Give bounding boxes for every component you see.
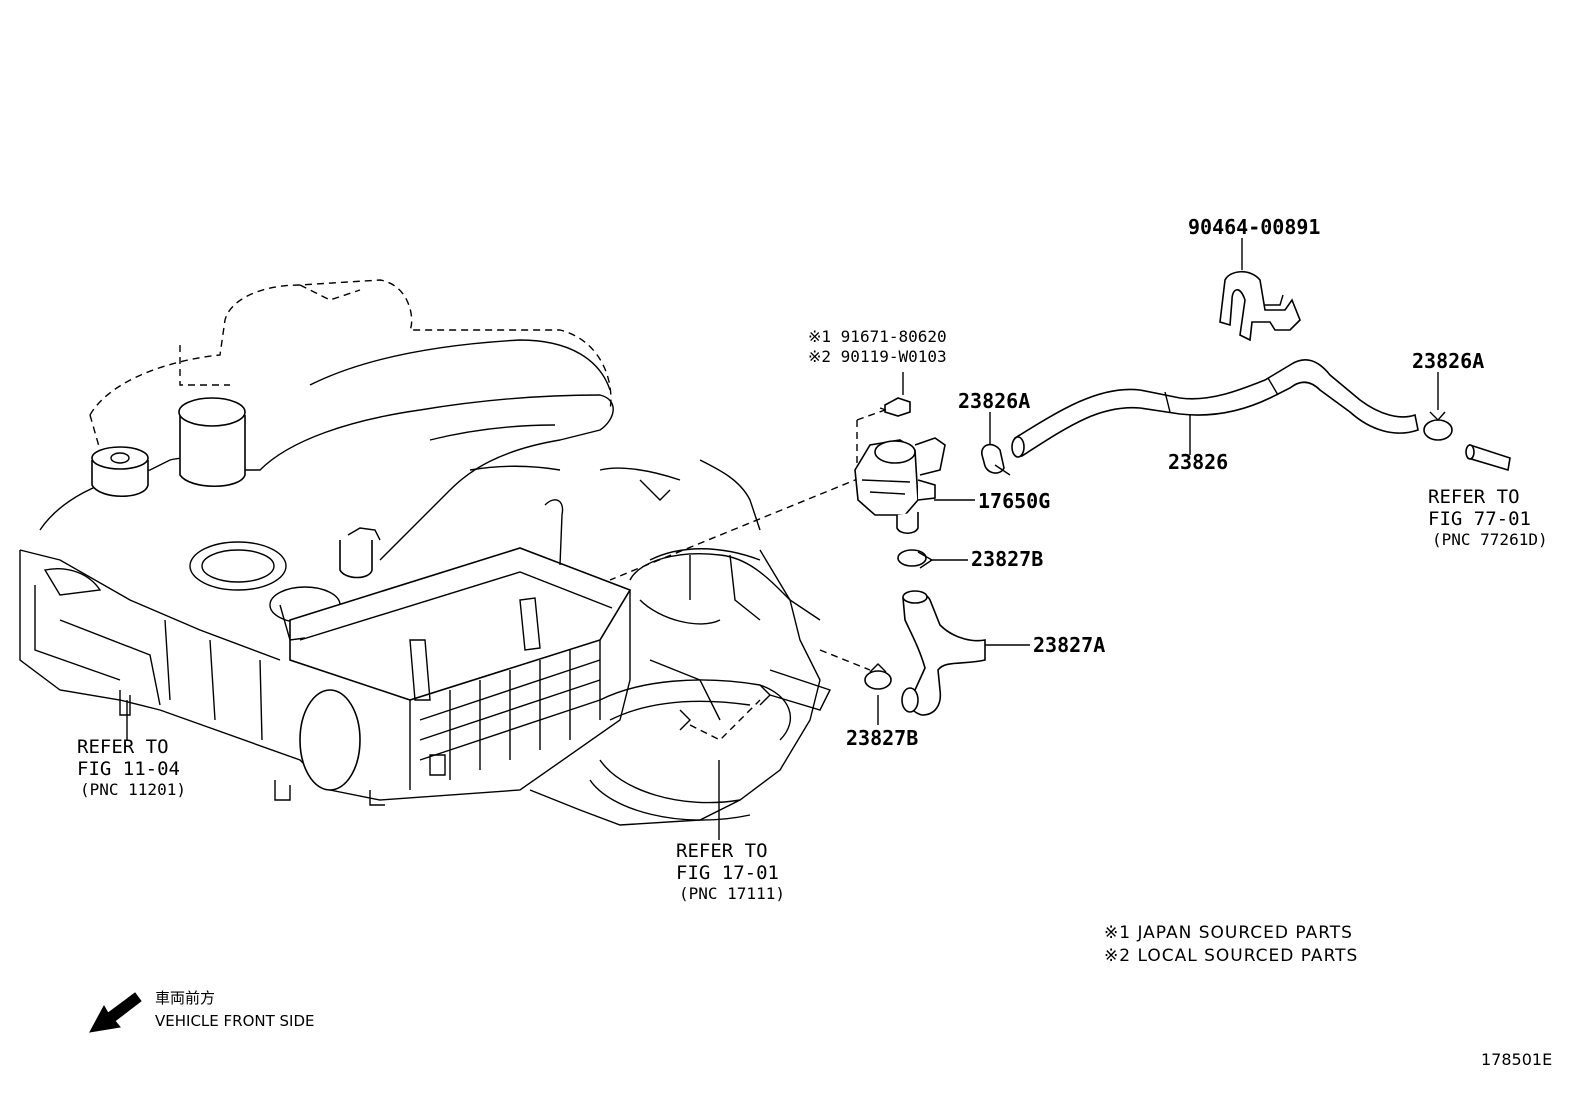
refer-pnc-11201: (PNC 11201)	[80, 780, 186, 799]
label-23827B-bottom[interactable]: 23827B	[846, 726, 919, 750]
refer-pnc-17111: (PNC 17111)	[679, 884, 785, 903]
label-23827B-top[interactable]: 23827B	[971, 547, 1044, 571]
intake-manifold-drawing	[529, 459, 831, 826]
label-23826A-right[interactable]: 23826A	[1412, 349, 1485, 373]
refer-to-label: REFER TO	[1428, 486, 1520, 508]
note-japan-sourced: ※1 JAPAN SOURCED PARTS	[1104, 923, 1353, 943]
refer-fig-17-01[interactable]: FIG 17-01	[676, 862, 779, 884]
figure-code: 178501E	[1481, 1050, 1553, 1069]
refer-fig-77-01[interactable]: FIG 77-01	[1428, 508, 1531, 530]
label-17650G[interactable]: 17650G	[978, 489, 1051, 513]
label-bolt-japan[interactable]: ※1 91671-80620	[808, 327, 947, 346]
label-90464-00891[interactable]: 90464-00891	[1188, 215, 1321, 239]
label-23826A-mid[interactable]: 23826A	[958, 389, 1031, 413]
front-side-jp: 車両前方	[155, 989, 216, 1007]
refer-pnc-77261D: (PNC 77261D)	[1432, 530, 1548, 549]
hose-23827-drawing	[864, 549, 986, 716]
front-arrow-icon	[89, 992, 142, 1033]
leader-lines	[126, 238, 1439, 840]
refer-fig-11-04[interactable]: FIG 11-04	[77, 758, 180, 780]
label-bolt-local[interactable]: ※2 90119-W0103	[808, 347, 947, 366]
vsv-valve-drawing	[854, 397, 946, 535]
engine-assembly-drawing	[19, 279, 632, 806]
note-local-sourced: ※2 LOCAL SOURCED PARTS	[1104, 946, 1359, 966]
refer-to-label: REFER TO	[676, 840, 768, 862]
refer-to-label: REFER TO	[77, 736, 169, 758]
hose-23826-drawing	[981, 270, 1511, 476]
label-23826[interactable]: 23826	[1168, 450, 1229, 474]
front-side-en: VEHICLE FRONT SIDE	[155, 1012, 315, 1030]
label-23827A[interactable]: 23827A	[1033, 633, 1106, 657]
